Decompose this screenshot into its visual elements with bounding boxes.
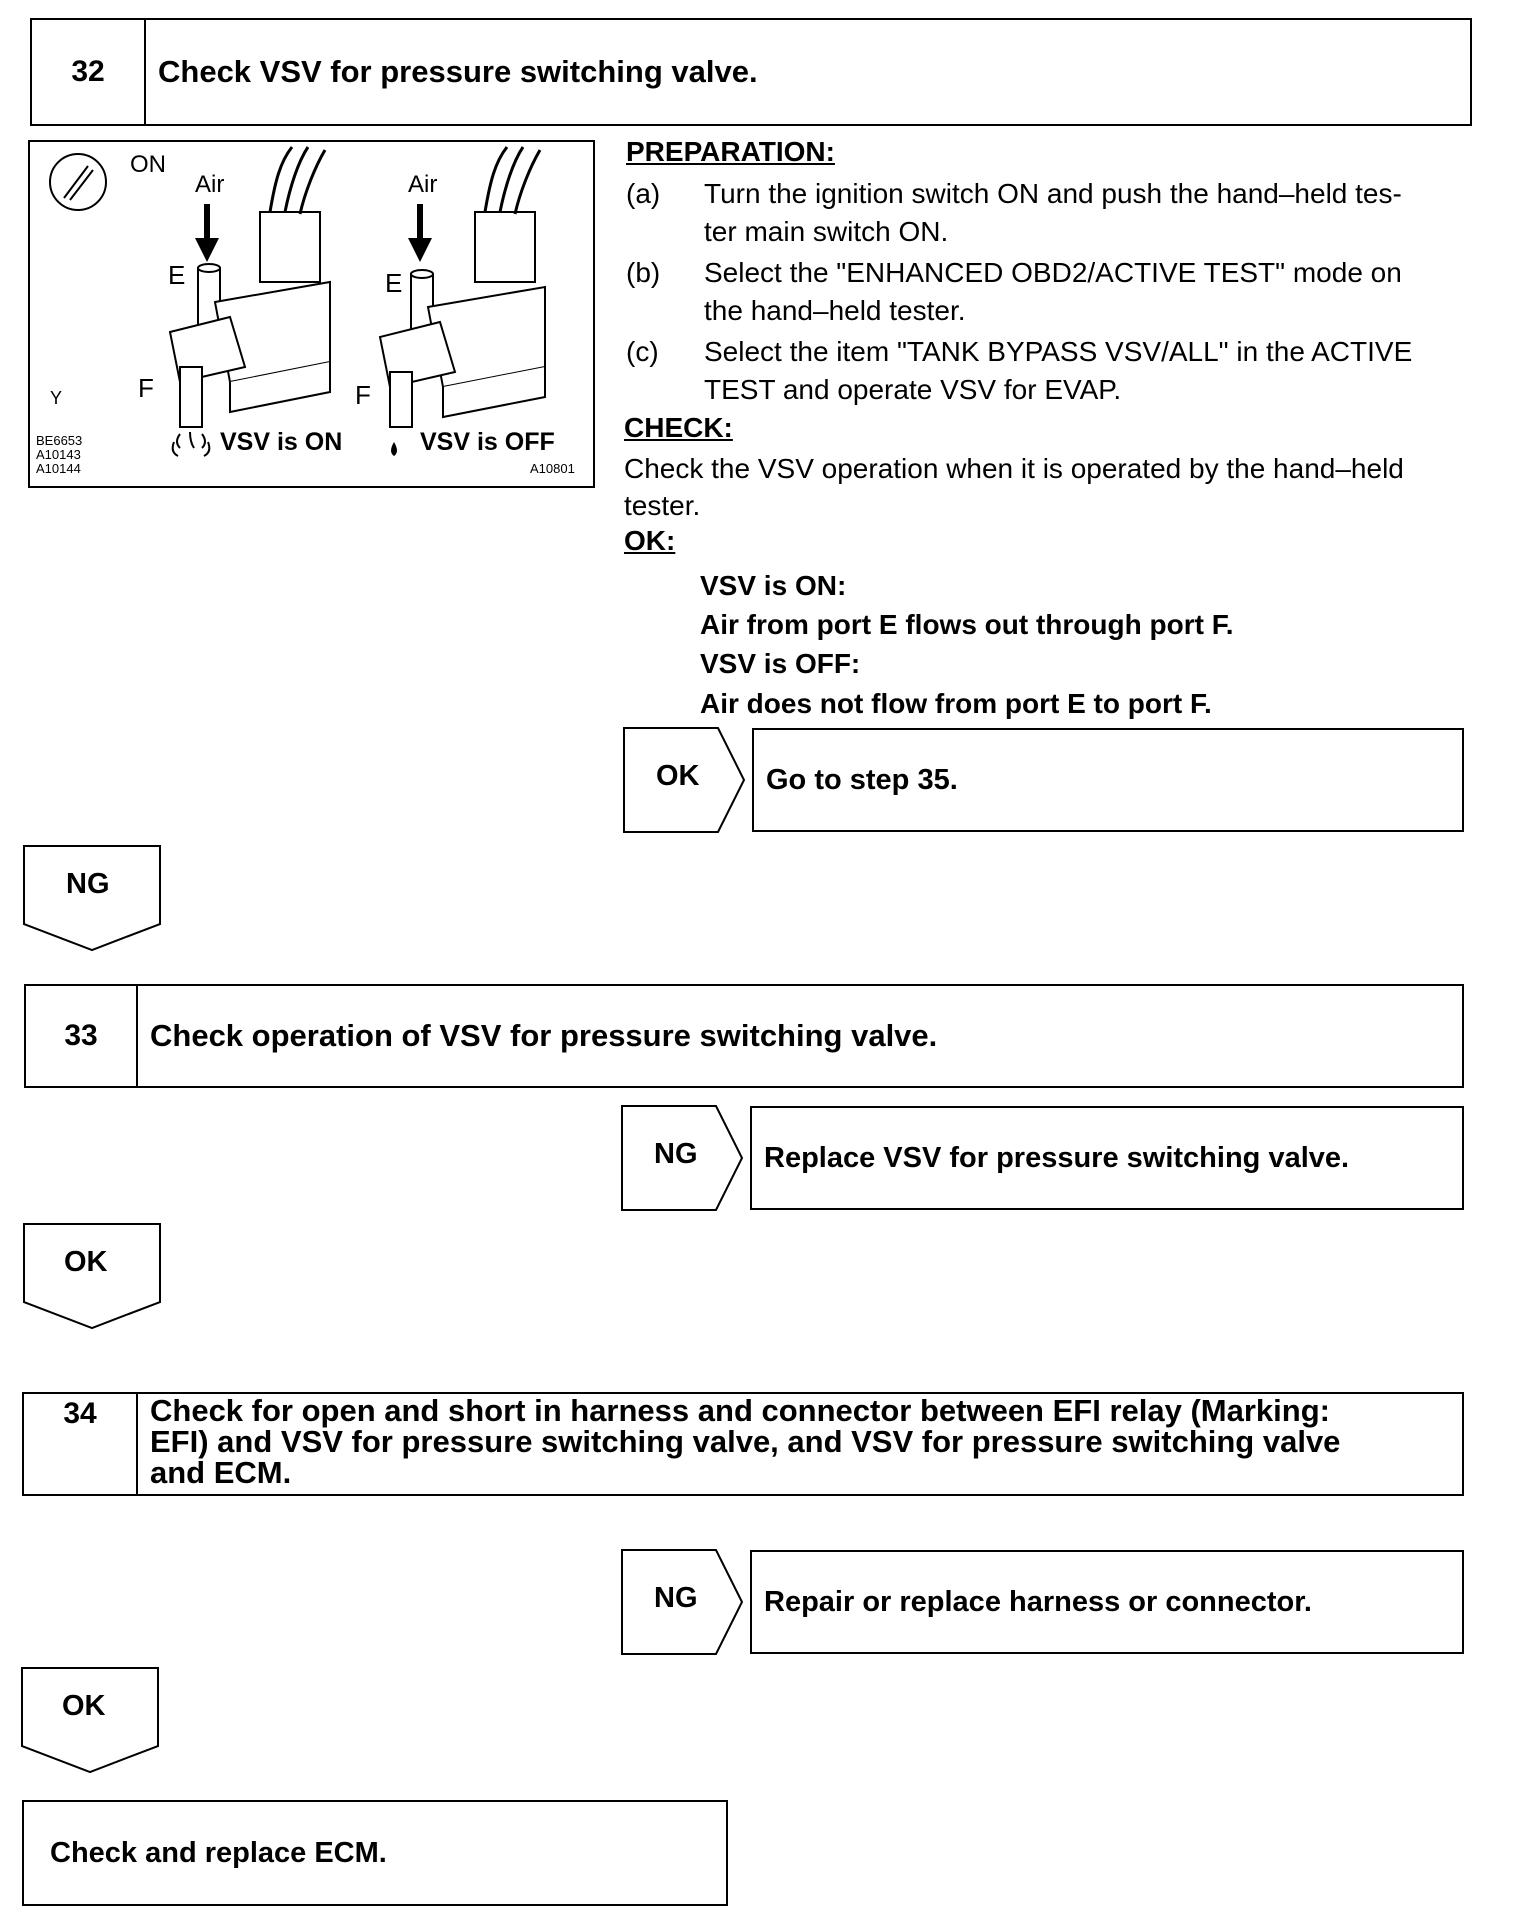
prep-step-b-line2: the hand–held tester. — [704, 295, 966, 326]
svg-text:A10144: A10144 — [36, 461, 81, 476]
ok-result-text: Go to step 35. — [766, 764, 958, 796]
step-title: Check operation of VSV for pressure swit… — [150, 1018, 938, 1053]
svg-text:E: E — [168, 260, 185, 290]
vsv-illustration: ON Air E F Y VSV is ON Air E — [36, 146, 575, 476]
prep-step-a-line2: ter main switch ON. — [704, 216, 949, 247]
ok-spec-line: VSV is ON: — [700, 570, 847, 601]
step-32-header: 32 Check VSV for pressure switching valv… — [30, 18, 1472, 126]
ng-result-text: Replace VSV for pressure switching valve… — [764, 1142, 1350, 1174]
step-title-line: Check for open and short in harness and … — [150, 1393, 1330, 1428]
step-number: 32 — [32, 20, 146, 124]
ng-result-box: Replace VSV for pressure switching valve… — [750, 1106, 1464, 1210]
ok-spec-line: VSV is OFF: — [700, 648, 861, 679]
ok-flag-label: OK — [64, 1246, 108, 1278]
step-title-line: EFI) and VSV for pressure switching valv… — [150, 1424, 1341, 1459]
check-heading: CHECK: — [624, 412, 733, 443]
prep-marker-b: (b) — [626, 257, 661, 288]
ok-flag-label: OK — [62, 1690, 106, 1722]
prep-marker-c: (c) — [626, 336, 659, 367]
ng-flag-right — [621, 1549, 744, 1655]
svg-text:Y: Y — [50, 388, 62, 408]
ok-flag-label: OK — [656, 760, 700, 792]
svg-text:F: F — [355, 380, 371, 410]
ok-flag-down — [21, 1667, 159, 1774]
svg-text:A10143: A10143 — [36, 447, 81, 462]
check-line-2: tester. — [624, 490, 701, 521]
step-34-header: 34 Check for open and short in harness a… — [22, 1392, 1464, 1496]
prep-step-b-line1: Select the "ENHANCED OBD2/ACTIVE TEST" m… — [704, 257, 1402, 288]
step-number: 33 — [26, 986, 138, 1086]
ng-flag-right — [621, 1105, 744, 1211]
prep-step-c-line2: TEST and operate VSV for EVAP. — [704, 374, 1122, 405]
ng-result-text: Repair or replace harness or connector. — [764, 1586, 1312, 1618]
ng-flag-label: NG — [654, 1138, 698, 1170]
ignition-switch-icon — [49, 153, 107, 211]
on-label: ON — [130, 151, 166, 178]
ok-spec-line: Air does not flow from port E to port F. — [700, 688, 1212, 719]
svg-text:A10801: A10801 — [530, 461, 575, 476]
valve-off-drawing: Air E F VSV is OFF — [355, 146, 555, 456]
ok-result-box: Go to step 35. — [752, 728, 1464, 832]
svg-text:BE6653: BE6653 — [36, 433, 82, 448]
vsv-on-caption: VSV is ON — [220, 428, 342, 456]
ng-flag-down — [23, 845, 161, 952]
prep-step-a-line1: Turn the ignition switch ON and push the… — [704, 178, 1402, 209]
svg-text:Air: Air — [408, 171, 437, 198]
ok-flag-down — [23, 1223, 161, 1330]
preparation-heading: PREPARATION: — [626, 136, 835, 167]
step-33-header: 33 Check operation of VSV for pressure s… — [24, 984, 1464, 1088]
step-title-line: and ECM. — [150, 1455, 292, 1490]
vsv-figure: ON Air E F Y VSV is ON Air E — [28, 140, 595, 488]
ng-flag-label: NG — [654, 1582, 698, 1614]
svg-text:Air: Air — [195, 171, 224, 198]
ng-flag-label: NG — [66, 868, 110, 900]
ok-heading: OK: — [624, 525, 676, 556]
final-action-text: Check and replace ECM. — [50, 1837, 387, 1869]
check-line-1: Check the VSV operation when it is opera… — [624, 453, 1404, 484]
ng-result-box: Repair or replace harness or connector. — [750, 1550, 1464, 1654]
ok-flag-right — [623, 727, 746, 833]
prep-marker-a: (a) — [626, 178, 661, 209]
step-number: 34 — [24, 1394, 138, 1494]
svg-text:F: F — [138, 373, 154, 403]
ok-spec-line: Air from port E flows out through port F… — [700, 609, 1234, 640]
svg-text:E: E — [385, 268, 402, 298]
final-action-box: Check and replace ECM. — [22, 1800, 728, 1906]
vsv-off-caption: VSV is OFF — [420, 428, 555, 456]
valve-on-drawing: Air E F Y VSV is ON — [50, 146, 342, 457]
prep-step-c-line1: Select the item "TANK BYPASS VSV/ALL" in… — [704, 336, 1413, 367]
step-title: Check VSV for pressure switching valve. — [158, 54, 758, 89]
